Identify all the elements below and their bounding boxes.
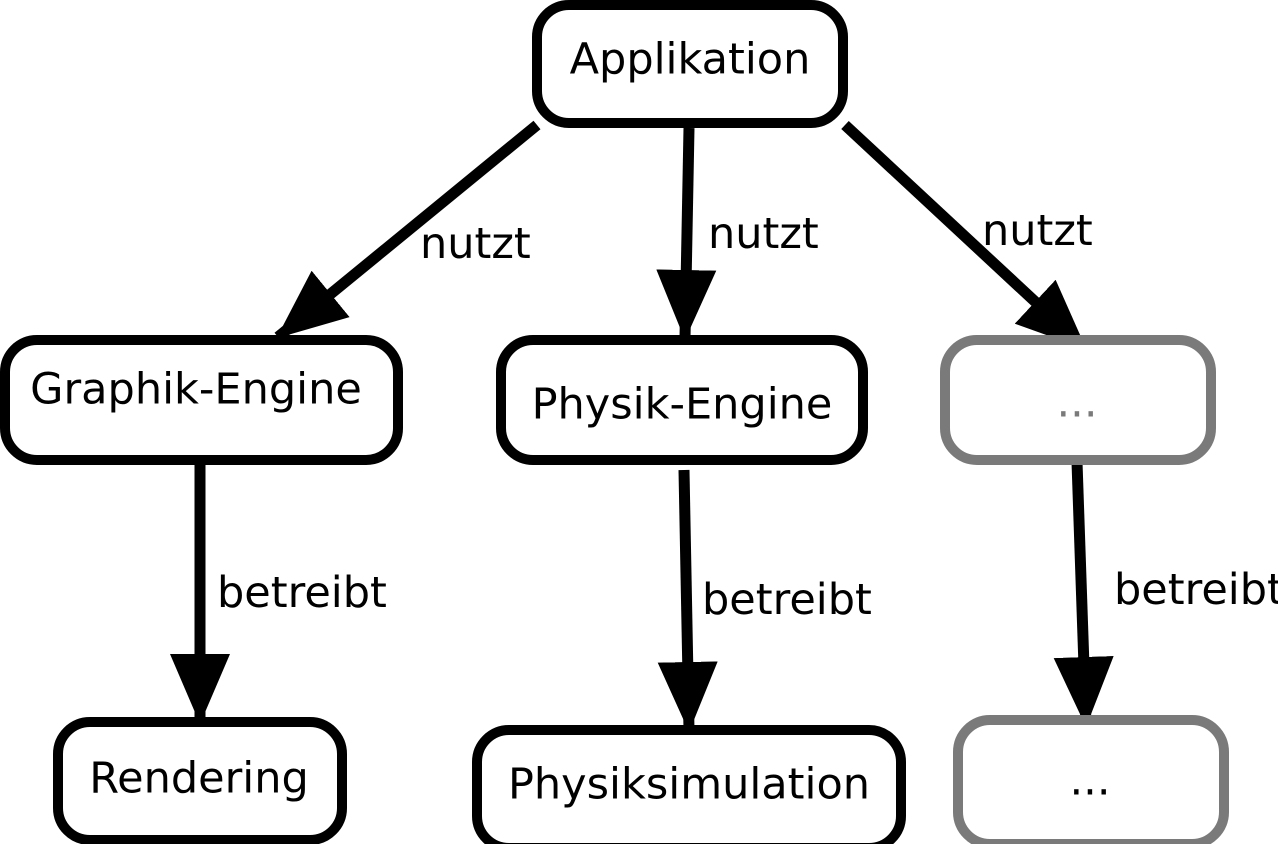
edge-label-applikation-graphik: nutzt — [420, 219, 531, 269]
edge-applikation-placeholder-arrow — [841, 120, 1089, 353]
edge-placeholder-output-arrow — [1053, 461, 1114, 727]
edge-applikation-graphik-arrow — [274, 120, 541, 342]
edge-label-graphik-rendering: betreibt — [217, 568, 387, 618]
node-rendering: Rendering — [53, 717, 347, 844]
node-rendering-label: Rendering — [89, 754, 309, 804]
node-placeholder-engine-box — [940, 335, 1216, 465]
node-physik-engine-box — [496, 335, 868, 465]
node-physik-engine: Physik-Engine — [496, 335, 868, 465]
node-placeholder-output-label: ... — [1069, 756, 1110, 806]
edge-label-applikation-physik: nutzt — [708, 209, 819, 259]
node-graphik-engine-box — [0, 335, 403, 465]
node-physiksimulation-label: Physiksimulation — [508, 760, 870, 810]
node-placeholder-output-box — [953, 715, 1229, 844]
node-placeholder-engine-label: ... — [1056, 378, 1097, 428]
edge-applikation-physik-arrow — [656, 127, 717, 340]
node-applikation: Applikation — [532, 0, 848, 128]
node-physiksimulation: Physiksimulation — [472, 725, 906, 844]
edges-group — [170, 120, 1114, 732]
node-applikation-label: Applikation — [570, 35, 811, 85]
edge-physik-simulation-arrow — [657, 469, 718, 732]
node-placeholder-output: ... — [953, 715, 1229, 844]
node-applikation-box — [532, 0, 848, 128]
edge-labels-group: nutzt nutzt nutzt betreibt betreibt betr… — [217, 206, 1278, 625]
node-placeholder-engine: ... — [940, 335, 1216, 465]
node-rendering-box — [53, 717, 347, 844]
node-graphik-engine: Graphik-Engine — [0, 335, 403, 465]
edge-label-applikation-placeholder: nutzt — [982, 206, 1093, 256]
node-physiksimulation-box — [472, 725, 906, 844]
node-physik-engine-label: Physik-Engine — [532, 380, 833, 430]
edge-label-placeholder-output: betreibt — [1114, 565, 1278, 615]
node-graphik-engine-label: Graphik-Engine — [30, 365, 362, 415]
edge-label-physik-simulation: betreibt — [702, 575, 872, 625]
